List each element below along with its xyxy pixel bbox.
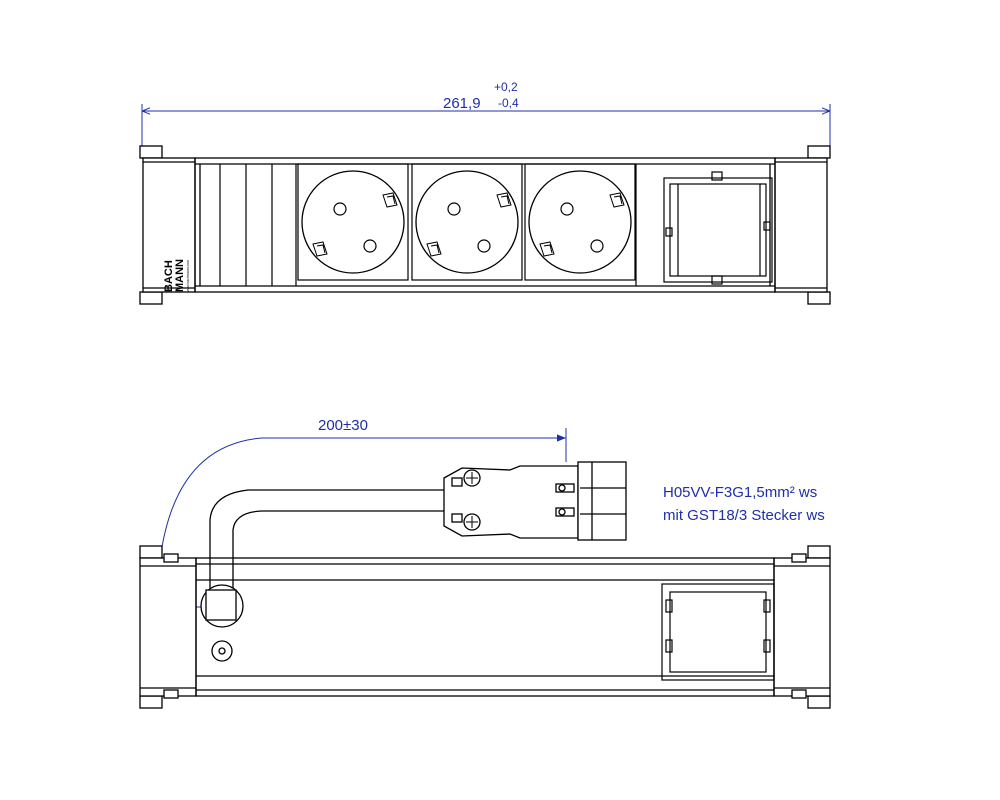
profile-body bbox=[194, 157, 776, 293]
profile-body-side bbox=[195, 557, 775, 697]
top-view: 261,9 +0,2 -0,4 BACH MANN www.bachmann.c… bbox=[139, 80, 831, 305]
gst18-connector bbox=[443, 461, 627, 541]
width-nominal: 261,9 bbox=[443, 95, 481, 112]
brand-website: www.bachmann.com bbox=[186, 260, 190, 292]
brand-logo: BACH MANN www.bachmann.com bbox=[163, 259, 190, 292]
side-view: 200±30 H05VV-F3G1,5mm² ws mit bbox=[139, 417, 831, 709]
schuko-socket bbox=[411, 163, 523, 281]
power-cable bbox=[209, 489, 444, 612]
blank-cover-plates bbox=[219, 164, 297, 286]
schuko-socket bbox=[297, 163, 409, 281]
overall-width-dimension: 261,9 +0,2 -0,4 bbox=[141, 80, 831, 146]
brand-line-2: MANN bbox=[174, 259, 186, 292]
cable-spec-line-1: H05VV-F3G1,5mm² ws bbox=[663, 484, 817, 501]
module-slot-side bbox=[661, 583, 775, 681]
cable-gland bbox=[200, 584, 244, 662]
right-end-cap-side bbox=[773, 545, 831, 709]
brand-line-1: BACH bbox=[163, 260, 175, 292]
module-slot bbox=[663, 171, 773, 285]
right-end-cap bbox=[774, 145, 831, 305]
cable-length-label: 200±30 bbox=[318, 417, 368, 434]
cable-spec-line-2: mit GST18/3 Stecker ws bbox=[663, 507, 825, 524]
width-tolerance-upper: +0,2 bbox=[494, 80, 518, 94]
left-end-cap-side bbox=[139, 545, 197, 709]
width-tolerance-lower: -0,4 bbox=[498, 96, 519, 110]
schuko-socket bbox=[524, 163, 636, 281]
